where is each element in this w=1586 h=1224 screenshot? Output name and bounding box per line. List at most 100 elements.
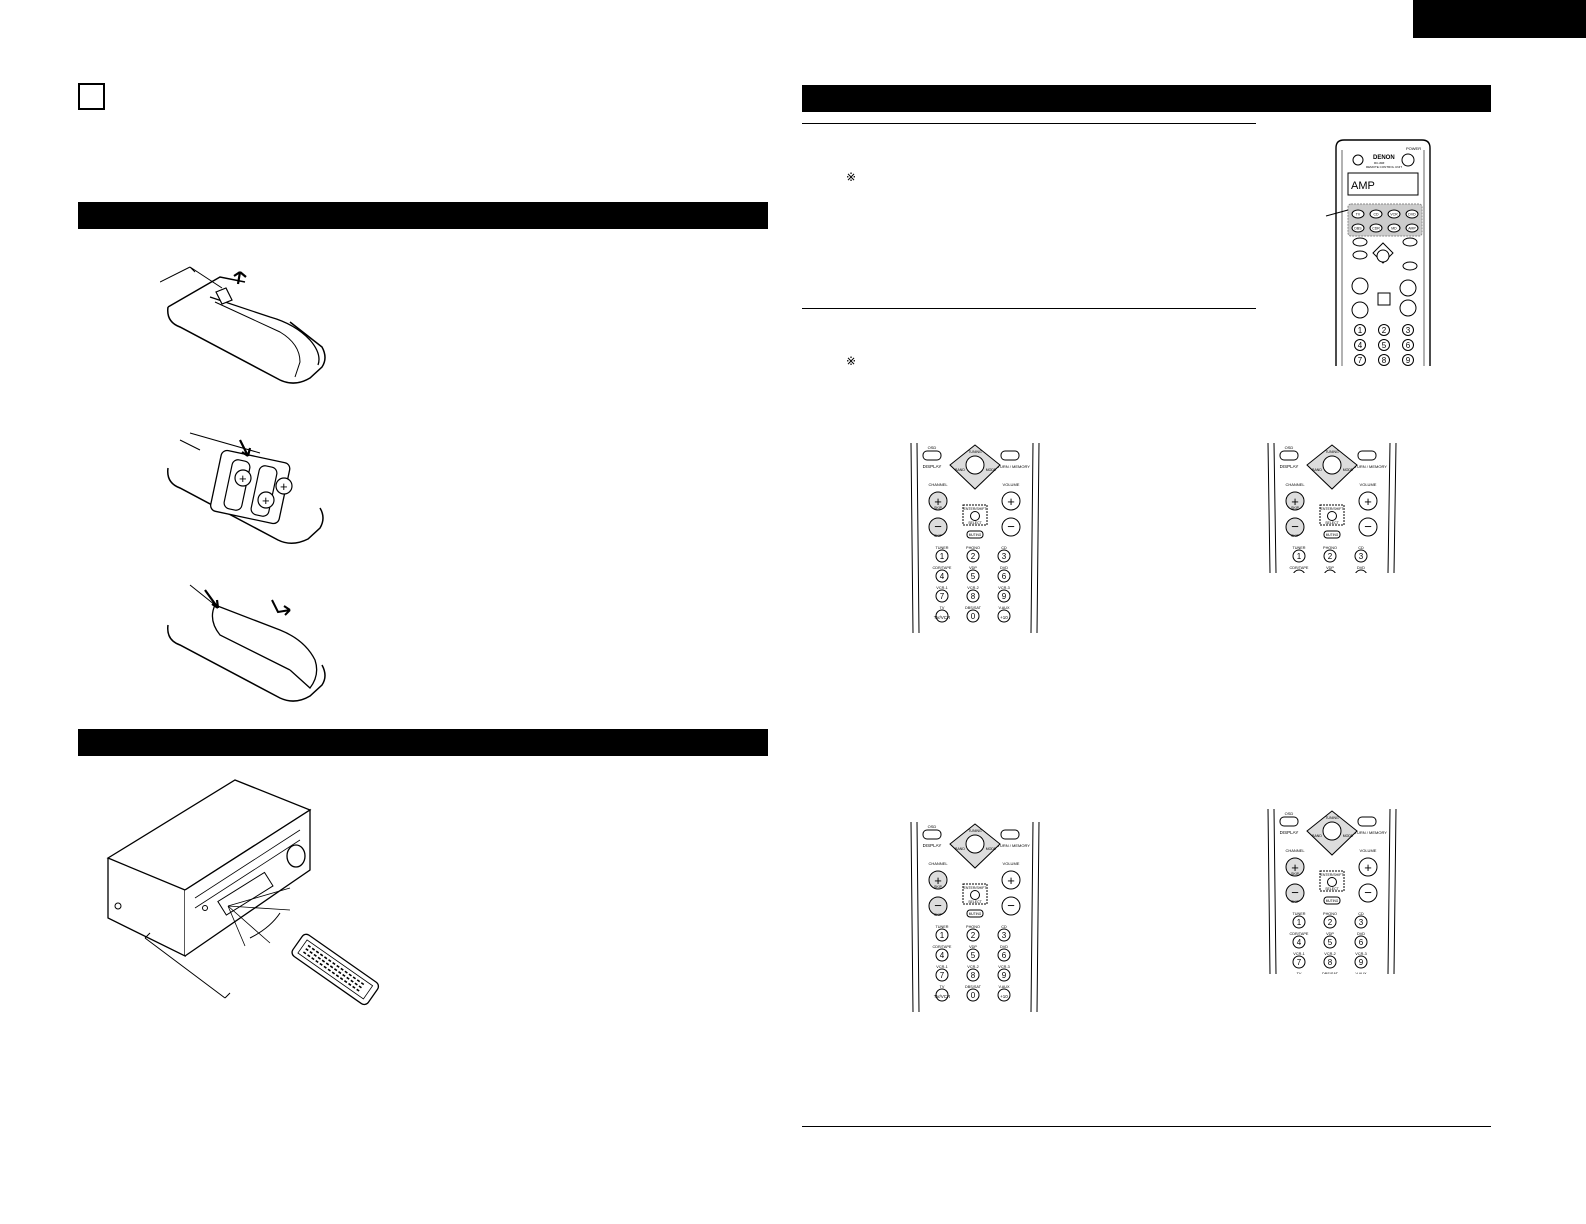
- minus-icon: −: [1364, 885, 1372, 900]
- return-label: RETURN / MEMORY: [992, 464, 1030, 469]
- number-key: [935, 948, 949, 962]
- number-key-label: 3: [1002, 931, 1007, 940]
- muting-button: [1323, 896, 1341, 905]
- number-key-label: 0: [971, 991, 976, 1000]
- source-label: VCR-2: [1324, 952, 1335, 956]
- return-button: [1000, 829, 1020, 840]
- enter-label: ENTER/SHIFT: [964, 507, 988, 511]
- pause-button: [1327, 877, 1337, 887]
- enter-frame: [962, 883, 988, 905]
- number-key: [1402, 324, 1414, 336]
- source-label: VDP: [1326, 932, 1334, 936]
- muting-label: MUTING: [969, 533, 982, 537]
- skip-label: SKIP: [1291, 506, 1300, 510]
- volume-label: VOLUME: [1003, 861, 1020, 866]
- source-label: TUNER: [1292, 546, 1305, 550]
- number-key: [1292, 955, 1306, 969]
- number-key: [1292, 935, 1306, 949]
- number-key-label: 6: [1406, 341, 1411, 350]
- display-label: DISPLAY: [923, 843, 942, 848]
- source-button: [1387, 209, 1401, 219]
- corner-tab: [1413, 0, 1586, 38]
- number-key-label: 7: [1297, 958, 1302, 967]
- mode-label: MODE: [986, 847, 997, 851]
- osd-label: OSD: [928, 824, 937, 829]
- minus-icon: −: [1291, 519, 1299, 534]
- number-key-label: 2: [1328, 552, 1333, 561]
- minus-icon: −: [1364, 519, 1372, 534]
- source-label: PHONO: [966, 925, 980, 929]
- skip-label: SKIP: [934, 534, 943, 538]
- number-key-label: 3: [1002, 552, 1007, 561]
- number-key: [997, 609, 1011, 623]
- subsection-rule-1: [802, 123, 1256, 124]
- remote-subtitle: REMOTE CONTROL UNIT: [1366, 165, 1402, 169]
- number-key: [935, 609, 949, 623]
- channel-label: CHANNEL: [1285, 482, 1305, 487]
- number-key: [1354, 955, 1368, 969]
- channel-up-button: [928, 870, 948, 890]
- source-label: V.AUX: [998, 985, 1010, 989]
- mode-label: MODE: [986, 468, 997, 472]
- number-key-label: 4: [1297, 938, 1302, 947]
- bottom-rule: [802, 1126, 1491, 1127]
- display-label: DISPLAY: [923, 464, 942, 469]
- number-key-label: TV/VCR: [934, 615, 951, 620]
- number-key-label: 1: [1297, 552, 1302, 561]
- skip-label: SKIP: [934, 506, 943, 510]
- source-button-label: MD: [1391, 227, 1397, 231]
- channel-up-button: [928, 491, 948, 511]
- source-button-label: CDR: [1372, 227, 1380, 231]
- number-key: [997, 589, 1011, 603]
- number-key-label: 7: [1358, 356, 1363, 365]
- svg-text:+: +: [280, 479, 288, 494]
- number-key: [935, 549, 949, 563]
- number-key-label: 1: [1297, 918, 1302, 927]
- mode-label: MODE: [1343, 834, 1354, 838]
- minus-icon: −: [1291, 885, 1299, 900]
- number-key: [997, 968, 1011, 982]
- plus-icon: +: [1364, 494, 1372, 509]
- cursor-center: [965, 834, 985, 854]
- power-label: POWER: [1406, 146, 1421, 151]
- return-label: RETURN / MEMORY: [1349, 830, 1387, 835]
- channel-label: CHANNEL: [928, 482, 948, 487]
- tuning-label: TUNING: [968, 450, 982, 454]
- section-bar-batteries: [78, 202, 768, 229]
- svg-text:+: +: [262, 493, 270, 508]
- number-key: [1354, 935, 1368, 949]
- source-label: VCR-1: [936, 586, 947, 590]
- reference-mark-2: ※: [846, 354, 857, 368]
- tuning-label: TUNING: [968, 829, 982, 833]
- number-key: [1354, 354, 1366, 366]
- minus-icon: −: [934, 898, 942, 913]
- number-key-label: 2: [971, 552, 976, 561]
- minus-icon: −: [1007, 519, 1015, 534]
- source-button-label: DVD: [1408, 213, 1416, 217]
- remote-brand: DENON: [1373, 155, 1395, 161]
- osd-button: [922, 829, 942, 840]
- number-key-label: 7: [940, 592, 945, 601]
- enter-frame: [962, 504, 988, 526]
- pause-button: [1327, 511, 1337, 521]
- battery-cover-close-illustration: [167, 584, 326, 702]
- source-button: [1405, 223, 1419, 233]
- number-key: [1378, 324, 1390, 336]
- source-label: VCR-3: [1355, 952, 1366, 956]
- source-label: CDR/TAPE: [933, 566, 952, 570]
- number-key-label: 4: [940, 951, 945, 960]
- osd-label: OSD: [1285, 811, 1294, 816]
- tuning-label: TUNING: [1325, 816, 1339, 820]
- plus-icon: +: [1291, 494, 1299, 509]
- plus-icon: +: [934, 873, 942, 888]
- osd-button: [922, 450, 942, 461]
- number-key: [997, 549, 1011, 563]
- source-label: VCR-1: [1293, 952, 1304, 956]
- osd-button: [1279, 450, 1299, 461]
- source-button: [1369, 209, 1383, 219]
- number-key-label: 5: [971, 572, 976, 581]
- channel-down-button: [928, 517, 948, 537]
- number-key-label: 8: [971, 592, 976, 601]
- skip-label: SKIP: [934, 885, 943, 889]
